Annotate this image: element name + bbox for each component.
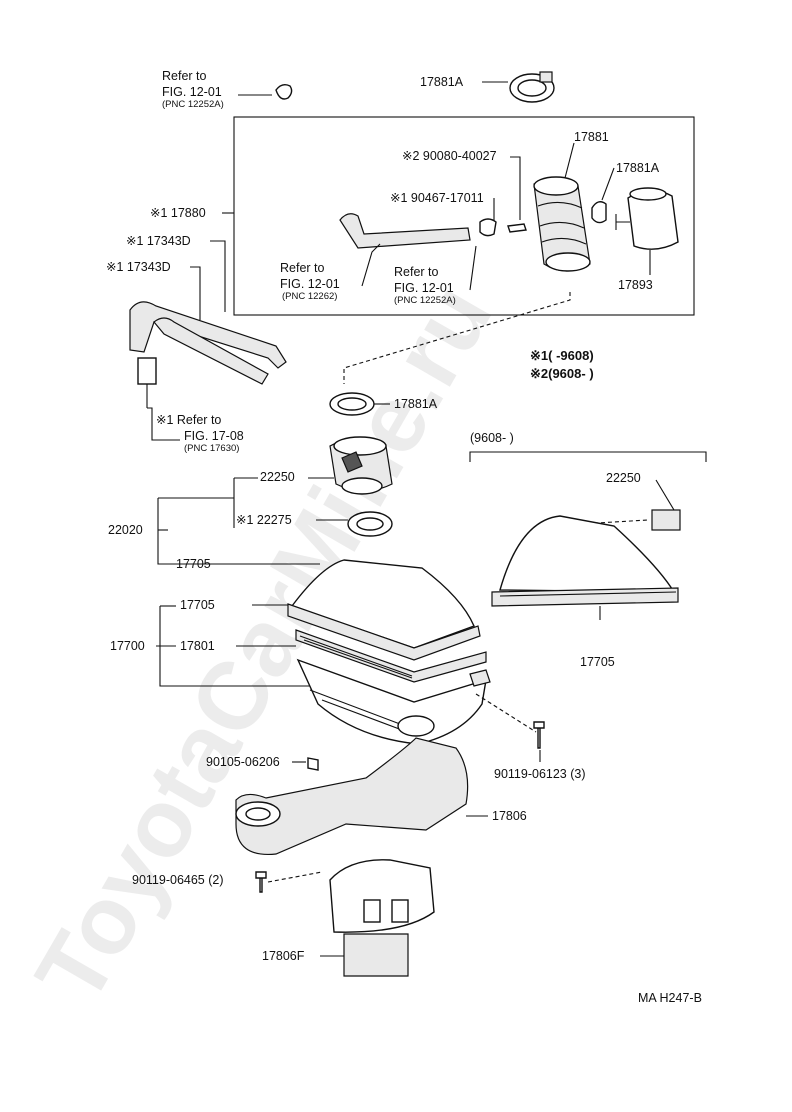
ref-mid-right[interactable]: Refer to FIG. 12-01 (PNC 12252A)	[394, 245, 477, 306]
part-17806[interactable]: 17806	[235, 737, 527, 856]
ref-mid-left[interactable]: Refer to FIG. 12-01 (PNC 12262)	[280, 243, 381, 302]
part-17343D-a[interactable]: ※1 17343D	[126, 234, 226, 312]
label-17343D-a: ※1 17343D	[126, 234, 191, 248]
label-17893: 17893	[618, 278, 653, 292]
ref-top-left-line3: (PNC 12252A)	[162, 99, 224, 110]
ref-vsv-line3: (PNC 17630)	[184, 443, 239, 454]
ref-mid-right-line2: FIG. 12-01	[394, 281, 454, 295]
part-17881A-mid[interactable]: 17881A	[329, 392, 438, 416]
ref-vsv-line2: FIG. 17-08	[184, 429, 244, 443]
label-17700: 17700	[110, 639, 145, 653]
legend: ※1( -9608) ※2(9608- )	[530, 348, 594, 381]
part-17881[interactable]: 17881	[533, 130, 609, 272]
label-22020: 22020	[108, 523, 143, 537]
ref-top-left-line1: Refer to	[162, 69, 207, 83]
label-22250-right: 22250	[606, 471, 641, 485]
group-box	[233, 116, 695, 316]
part-17343D-b[interactable]: ※1 17343D	[106, 260, 201, 320]
variant-header-label: (9608- )	[470, 431, 514, 445]
label-17801: 17801	[180, 639, 215, 653]
group-17700[interactable]: 17700 17705 17801	[110, 598, 310, 687]
ref-mid-left-line2: FIG. 12-01	[280, 277, 340, 291]
ref-top-left-line2: FIG. 12-01	[162, 85, 222, 99]
legend-note1: ※1( -9608)	[530, 348, 594, 363]
part-90467-17011[interactable]: ※1 90467-17011	[390, 191, 497, 237]
label-17881A-box: 17881A	[616, 161, 660, 175]
part-22275[interactable]	[347, 511, 393, 537]
label-17806F: 17806F	[262, 949, 305, 963]
hose-box	[339, 213, 471, 249]
air-cleaner-assembly	[287, 559, 537, 745]
legend-note2: ※2(9608- )	[530, 366, 594, 381]
label-17880: ※1 17880	[150, 206, 206, 220]
label-17343D-b: ※1 17343D	[106, 260, 171, 274]
part-90119-06465[interactable]: 90119-06465 (2)	[132, 871, 323, 893]
label-17806: 17806	[492, 809, 527, 823]
label-17705-a: 17705	[176, 557, 211, 571]
part-17881A-top[interactable]: 17881A	[420, 71, 555, 103]
label-17705-right: 17705	[580, 655, 615, 669]
part-90105-06206[interactable]: 90105-06206	[206, 755, 319, 771]
ref-top-left[interactable]: Refer to FIG. 12-01 (PNC 12252A)	[162, 69, 272, 110]
leader-dashed-box	[343, 292, 571, 384]
label-17881A-top: 17881A	[420, 75, 464, 89]
ref-mid-right-line1: Refer to	[394, 265, 439, 279]
part-17881A-box[interactable]: 17881A	[591, 161, 660, 224]
label-17881: 17881	[574, 130, 609, 144]
vsv-part[interactable]: ※1 Refer to FIG. 17-08 (PNC 17630)	[137, 357, 244, 454]
part-90080-40027[interactable]: ※2 90080-40027	[402, 149, 527, 233]
label-17881A-mid: 17881A	[394, 397, 438, 411]
label-22275: ※1 22275	[236, 513, 292, 527]
variant-header: (9608- )	[469, 431, 707, 462]
label-22250-left: 22250	[260, 470, 295, 484]
group-22020[interactable]: 22020 22250 ※1 22275 17705	[108, 470, 348, 571]
ref-mid-left-line3: (PNC 12262)	[282, 291, 337, 302]
label-90467: ※1 90467-17011	[390, 191, 484, 205]
vacuum-hoses	[129, 301, 287, 385]
label-17705-b: 17705	[180, 598, 215, 612]
label-90080: ※2 90080-40027	[402, 149, 497, 163]
part-17893[interactable]: 17893	[615, 187, 679, 292]
part-90119-06123[interactable]: 90119-06123 (3)	[494, 721, 586, 781]
part-17806F[interactable]: 17806F	[262, 859, 435, 977]
label-90119-a: 90119-06123 (3)	[494, 767, 586, 781]
ref-vsv-line1: ※1 Refer to	[156, 413, 221, 427]
part-17880[interactable]: ※1 17880	[150, 206, 234, 220]
label-90119-b: 90119-06465 (2)	[132, 873, 224, 887]
part-17705-right[interactable]: 17705	[491, 515, 679, 669]
part-22250-left[interactable]	[329, 436, 393, 495]
clip-part-top	[275, 83, 293, 100]
diagram-code: MA H247-B	[638, 991, 702, 1005]
ref-mid-right-line3: (PNC 12252A)	[394, 295, 456, 306]
part-22250-right[interactable]: 22250	[579, 471, 681, 531]
ref-mid-left-line1: Refer to	[280, 261, 325, 275]
label-90105: 90105-06206	[206, 755, 280, 769]
